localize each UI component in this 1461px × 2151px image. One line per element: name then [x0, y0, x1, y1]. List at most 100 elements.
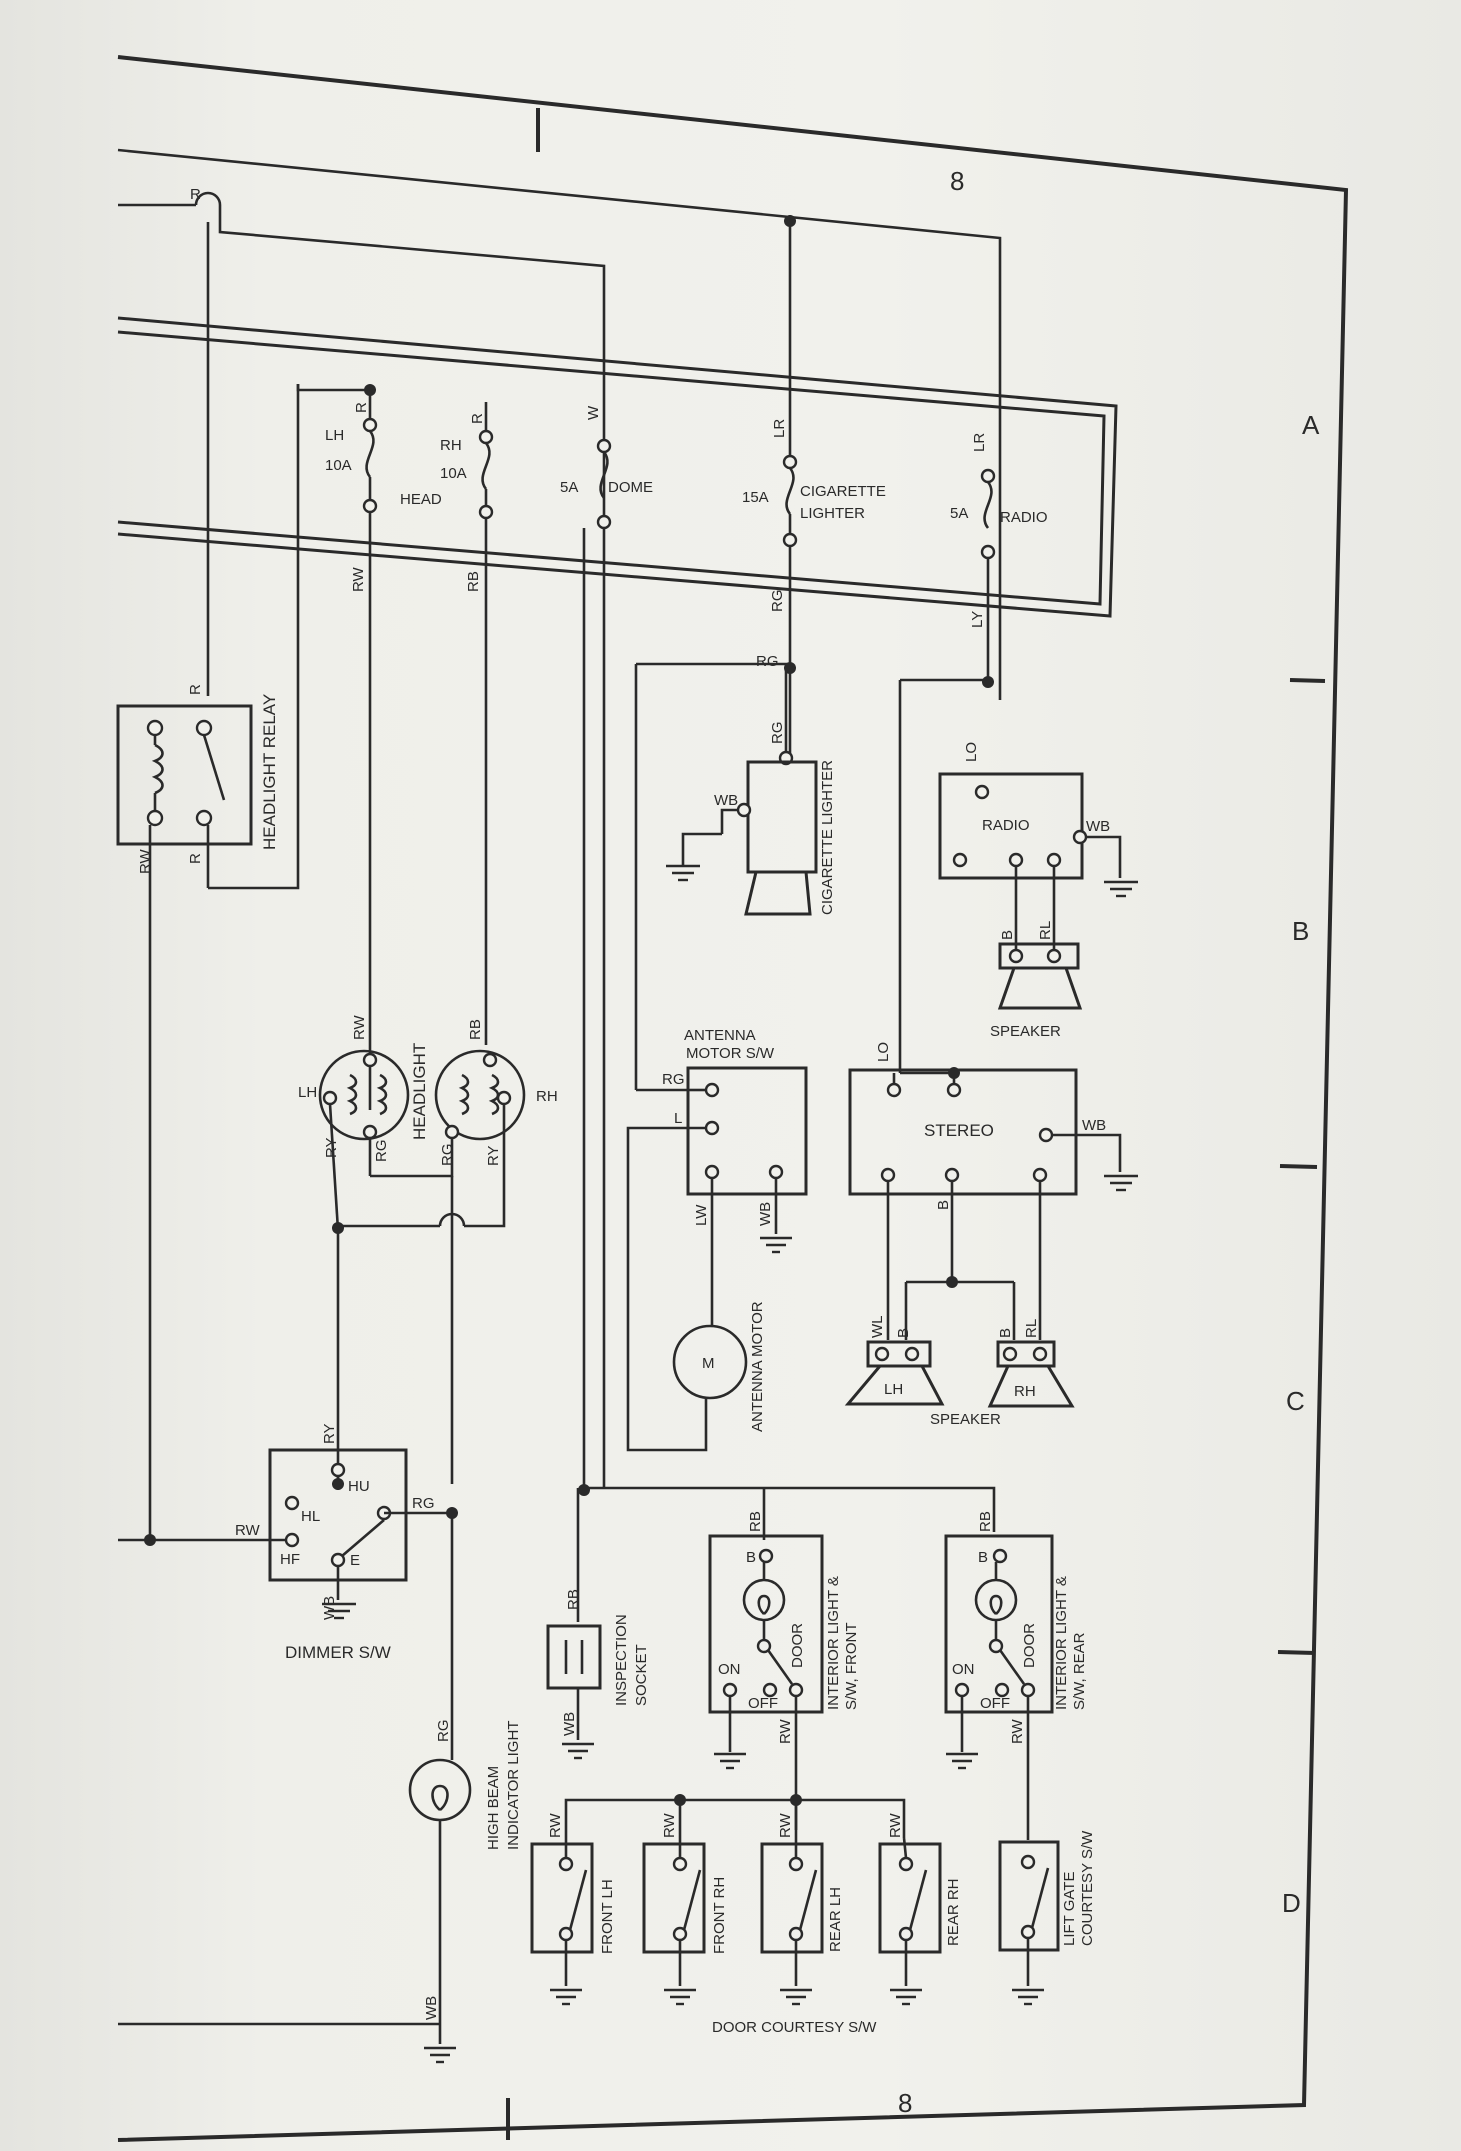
top-bus-wires — [117, 148, 1002, 1488]
antenna-motor-label: ANTENNA MOTOR — [749, 1301, 766, 1432]
cigarette-lighter-label: CIGARETTE LIGHTER — [819, 760, 836, 915]
fuse-cig-name-2: LIGHTER — [800, 505, 865, 522]
rear-rh-label: REAR RH — [945, 1878, 962, 1946]
relay-wire-r-top: R — [187, 684, 204, 695]
inspection-label-2: SOCKET — [633, 1644, 650, 1706]
fuse-dome-rating: 5A — [560, 479, 578, 496]
front-rh-ground-icon — [664, 1988, 696, 2006]
front-rh-label: FRONT RH — [711, 1877, 728, 1954]
fuse-cig-wire-in: LR — [771, 419, 788, 438]
headlight-wire-rb: RB — [467, 1019, 484, 1040]
high-beam-wire-wb: WB — [423, 1996, 440, 2020]
fuse-rh-wire-in: R — [469, 413, 486, 424]
grid-row-c: C — [1286, 1386, 1305, 1416]
wire-ry-to-dimmer — [336, 1224, 440, 1484]
dimmer-hu: HU — [348, 1478, 370, 1495]
rear-lh-wire-rw: RW — [777, 1812, 794, 1838]
inspection-label-1: INSPECTION — [613, 1614, 630, 1706]
cigarette-lighter — [634, 662, 818, 1092]
cigarette-lighter-ground-icon — [666, 864, 700, 882]
lift-gate-label-2: COURTESY S/W — [1079, 1830, 1096, 1946]
inspection-ground-icon — [562, 1742, 594, 1760]
interior-front-ground-icon — [714, 1752, 746, 1770]
antenna-motor-switch — [626, 1066, 808, 1452]
cig-wire-rg: RG — [769, 722, 786, 745]
lift-gate-label-1: LIFT GATE — [1061, 1872, 1078, 1946]
high-beam-ground-icon — [424, 2046, 456, 2064]
headlight-rh-label: RH — [536, 1088, 558, 1105]
fuse-radio-wire-out: LY — [969, 611, 986, 628]
interior-front-label-1: INTERIOR LIGHT & — [825, 1576, 842, 1710]
fuse-cig-rating: 15A — [742, 489, 769, 506]
page-number-bottom: 8 — [898, 2088, 912, 2118]
stereo-speaker-label: SPEAKER — [930, 1411, 1001, 1428]
high-beam-wire-rg: RG — [435, 1720, 452, 1743]
interior-rear-b: B — [978, 1549, 988, 1566]
wire-label-r-top: R — [190, 186, 201, 203]
stereo-wire-b: B — [935, 1200, 952, 1210]
dome-circuit — [576, 528, 996, 1622]
fuse-head-label: HEAD — [400, 491, 442, 508]
fuse-head-lh — [296, 384, 378, 1110]
dimmer-wire-ry: RY — [321, 1423, 338, 1444]
headlight-relay — [116, 384, 300, 1540]
page-number-top: 8 — [950, 166, 964, 196]
grid-row-b: B — [1292, 916, 1309, 946]
interior-front-wire-rw: RW — [777, 1718, 794, 1744]
headlight-wire-rg-lh: RG — [373, 1140, 390, 1163]
antenna-wire-wb: WB — [757, 1202, 774, 1226]
inspection-wire-wb: WB — [561, 1712, 578, 1736]
relay-wire-r-bottom: R — [187, 853, 204, 864]
dimmer-hl: HL — [301, 1508, 320, 1525]
fuse-radio — [980, 468, 996, 680]
dimmer-ground-icon — [322, 1602, 356, 1620]
lift-gate-courtesy-sw — [998, 1840, 1060, 1986]
stereo — [848, 1067, 1122, 1340]
motor-symbol: M — [702, 1355, 715, 1372]
dimmer-wire-rg: RG — [412, 1495, 435, 1512]
interior-rear-door: DOOR — [1021, 1623, 1038, 1668]
fuse-dome — [596, 438, 612, 530]
cig-wire-rg-top: RG — [756, 653, 779, 670]
fuse-head-rh — [478, 402, 494, 1045]
stereo-speaker-lh — [844, 1340, 945, 1406]
interior-rear-label-2: S/W, REAR — [1071, 1632, 1088, 1710]
headlight-relay-label: HEADLIGHT RELAY — [260, 694, 279, 850]
inspection-socket — [546, 1624, 602, 1740]
radio-wire-lo: LO — [963, 742, 980, 762]
speaker-rh-wire-rl: RL — [1023, 1319, 1040, 1338]
fuse-lh-rating: 10A — [325, 457, 352, 474]
interior-rear-off: OFF — [980, 1695, 1010, 1712]
fuse-lh-wire-out: RW — [350, 566, 367, 592]
lift-gate-ground-icon — [1012, 1988, 1044, 2006]
radio-speaker-wire-rl: RL — [1037, 921, 1054, 940]
junction-dot — [784, 215, 796, 227]
headlight-wire-rg-rh: RG — [439, 1144, 456, 1167]
interior-rear-ground-icon — [946, 1752, 978, 1770]
headlight-wire-ry-lh: RY — [323, 1137, 340, 1158]
dimmer-switch — [118, 1448, 452, 1600]
frame — [117, 55, 1349, 2142]
interior-light-front — [708, 1534, 824, 1830]
interior-front-door: DOOR — [789, 1623, 806, 1668]
interior-rear-on: ON — [952, 1661, 975, 1678]
interior-front-on: ON — [718, 1661, 741, 1678]
antenna-motor — [672, 1310, 748, 1410]
headlight-rh — [434, 1049, 526, 1141]
speaker-lh-label: LH — [884, 1381, 903, 1398]
headlight-lh — [318, 1049, 410, 1231]
door-courtesy-bus — [564, 1794, 906, 1838]
dimmer-hf: HF — [280, 1551, 300, 1568]
radio — [898, 676, 1122, 1073]
rear-lh-label: REAR LH — [827, 1887, 844, 1952]
radio-ground-icon — [1104, 880, 1138, 898]
rear-lh-ground-icon — [780, 1988, 812, 2006]
interior-front-off: OFF — [748, 1695, 778, 1712]
fuse-rh-wire-out: RB — [465, 571, 482, 592]
door-courtesy-label: DOOR COURTESY S/W — [712, 2019, 877, 2036]
interior-front-wire-rb: RB — [747, 1511, 764, 1532]
fuse-cig-wire-out: RG — [769, 590, 786, 613]
dimmer-switch-label: DIMMER S/W — [285, 1643, 391, 1662]
headlight-lh-label: LH — [298, 1084, 317, 1101]
